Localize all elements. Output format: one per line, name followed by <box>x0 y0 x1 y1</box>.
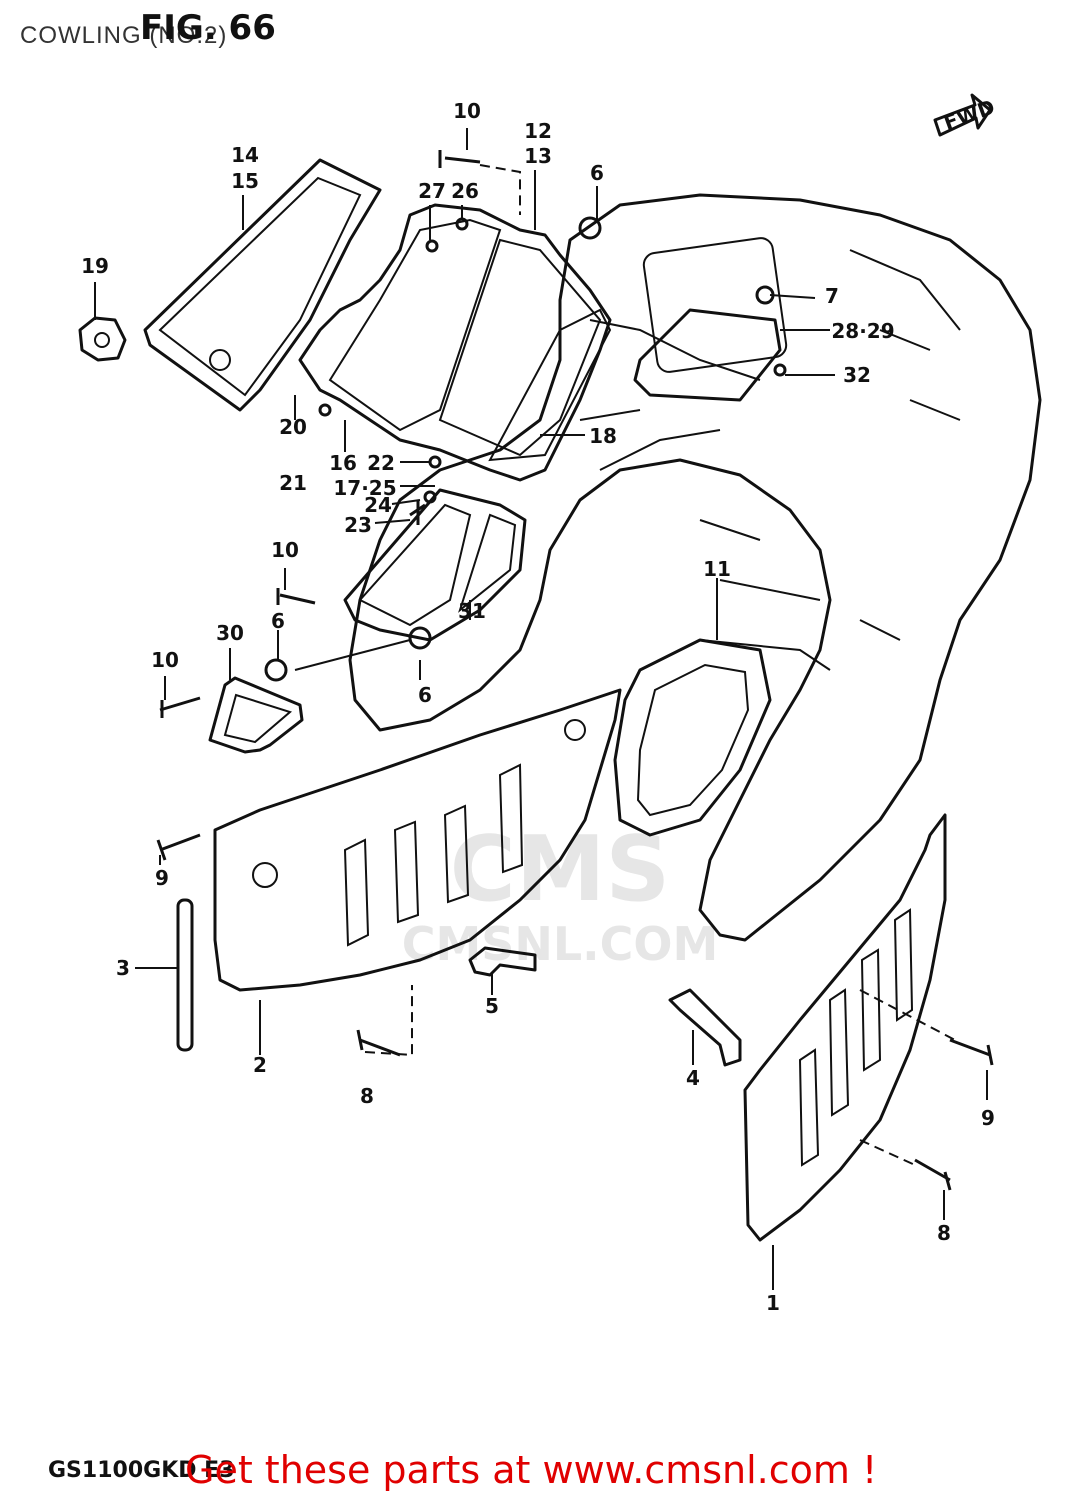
watermark-text: CMSNL.COM <box>402 917 719 971</box>
page-title: COWLING (NO.2) <box>20 22 228 49</box>
callout-26: 26 <box>451 179 479 203</box>
middle-panel <box>343 488 527 642</box>
callout-10-c: 10 <box>151 648 179 672</box>
callout-19: 19 <box>81 254 109 278</box>
callout-27: 27 <box>418 179 446 203</box>
fwd-arrow-icon: FWD <box>933 93 998 137</box>
callout-2: 2 <box>253 1053 267 1077</box>
callout-9-b: 9 <box>981 1106 995 1130</box>
watermark-logo: CMS <box>450 817 670 922</box>
small-cover <box>208 676 304 754</box>
callout-7: 7 <box>825 284 839 308</box>
left-lower-cowling <box>213 688 622 992</box>
callout-1: 1 <box>766 1291 780 1315</box>
bracket-4 <box>668 988 742 1067</box>
meter-lens <box>143 158 382 412</box>
callout-11: 11 <box>703 557 731 581</box>
callout-18: 18 <box>589 424 617 448</box>
callout-21: 21 <box>279 471 307 495</box>
meter-panel-bracket <box>298 203 612 482</box>
fwd-label: FWD <box>941 95 998 135</box>
callout-22: 22 <box>367 451 395 475</box>
model-code: GS1100GKD E3 <box>48 1458 235 1483</box>
watermark: CMS CMSNL.COM <box>402 817 719 971</box>
callout-3: 3 <box>116 956 130 980</box>
callout-15: 15 <box>231 169 259 193</box>
grommet-icon <box>78 316 127 362</box>
callout-labels: 1 2 3 4 5 6 6 6 7 8 8 9 9 10 10 10 11 12… <box>81 99 995 1315</box>
figure-number: FIG. 66 <box>140 8 276 48</box>
callout-14: 14 <box>231 143 259 167</box>
callout-32: 32 <box>843 363 871 387</box>
bolt-icon <box>156 150 994 1191</box>
callout-31: 31 <box>458 599 486 623</box>
rod <box>176 898 194 1052</box>
callout-10-a: 10 <box>453 99 481 123</box>
inner-pocket <box>613 638 772 837</box>
callout-23: 23 <box>344 513 372 537</box>
callout-13: 13 <box>524 144 552 168</box>
callout-6-a: 6 <box>590 161 604 185</box>
callout-10-b: 10 <box>271 538 299 562</box>
leader-lines <box>94 128 988 1290</box>
callout-9-a: 9 <box>155 866 169 890</box>
right-lower-cowling <box>743 813 947 1242</box>
callout-17-25: 17·25 <box>333 476 396 500</box>
callout-24: 24 <box>364 493 392 517</box>
callout-28-29: 28·29 <box>831 319 894 343</box>
callout-30: 30 <box>216 621 244 645</box>
bracket-5 <box>468 946 537 977</box>
callout-8-b: 8 <box>937 1221 951 1245</box>
callout-5: 5 <box>485 994 499 1018</box>
callout-8-a: 8 <box>360 1084 374 1108</box>
callout-4: 4 <box>686 1066 700 1090</box>
callout-12: 12 <box>524 119 552 143</box>
callout-6-b: 6 <box>271 609 285 633</box>
callout-20: 20 <box>279 415 307 439</box>
callout-6-c: 6 <box>418 683 432 707</box>
access-cover <box>633 308 782 402</box>
callout-16: 16 <box>329 451 357 475</box>
parts-link-banner[interactable]: Get these parts at www.cmsnl.com ! <box>185 1448 878 1492</box>
